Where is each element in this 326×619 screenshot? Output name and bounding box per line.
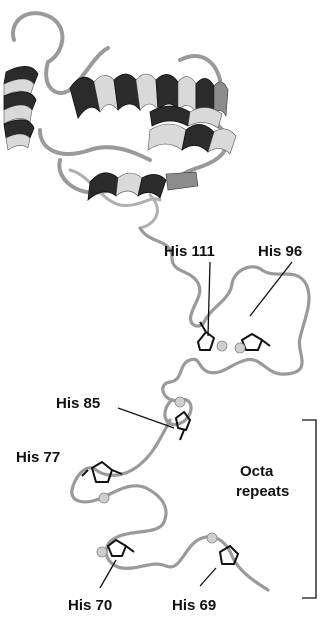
metal-ion-his96 — [235, 343, 245, 353]
leader-his111 — [208, 262, 210, 336]
flexible-backbone-tube — [72, 228, 309, 590]
label-octa-line1: Octa — [240, 463, 274, 480]
globular-domain — [4, 13, 236, 228]
metal-ion-his111 — [217, 341, 227, 351]
label-his77: His 77 — [16, 449, 60, 466]
leader-his69 — [200, 568, 216, 586]
label-his70: His 70 — [68, 597, 112, 614]
his70-sidechain — [108, 540, 134, 556]
label-his85: His 85 — [56, 395, 100, 412]
octa-repeats-bracket — [302, 420, 316, 598]
label-his69: His 69 — [172, 597, 216, 614]
helix-left — [4, 66, 38, 150]
metal-ion-his77 — [99, 493, 109, 503]
helix-lower-right — [148, 106, 236, 154]
his96-sidechain — [242, 334, 270, 350]
his85-sidechain — [176, 412, 190, 440]
metal-ion-his70 — [97, 547, 107, 557]
leader-his70 — [100, 560, 116, 588]
leader-his96 — [250, 262, 292, 316]
metal-ion-his69 — [207, 533, 217, 543]
label-his96: His 96 — [258, 243, 302, 260]
label-octa-line2: repeats — [236, 483, 289, 500]
label-his111: His 111 — [164, 243, 215, 260]
metal-ion-his85 — [175, 397, 185, 407]
